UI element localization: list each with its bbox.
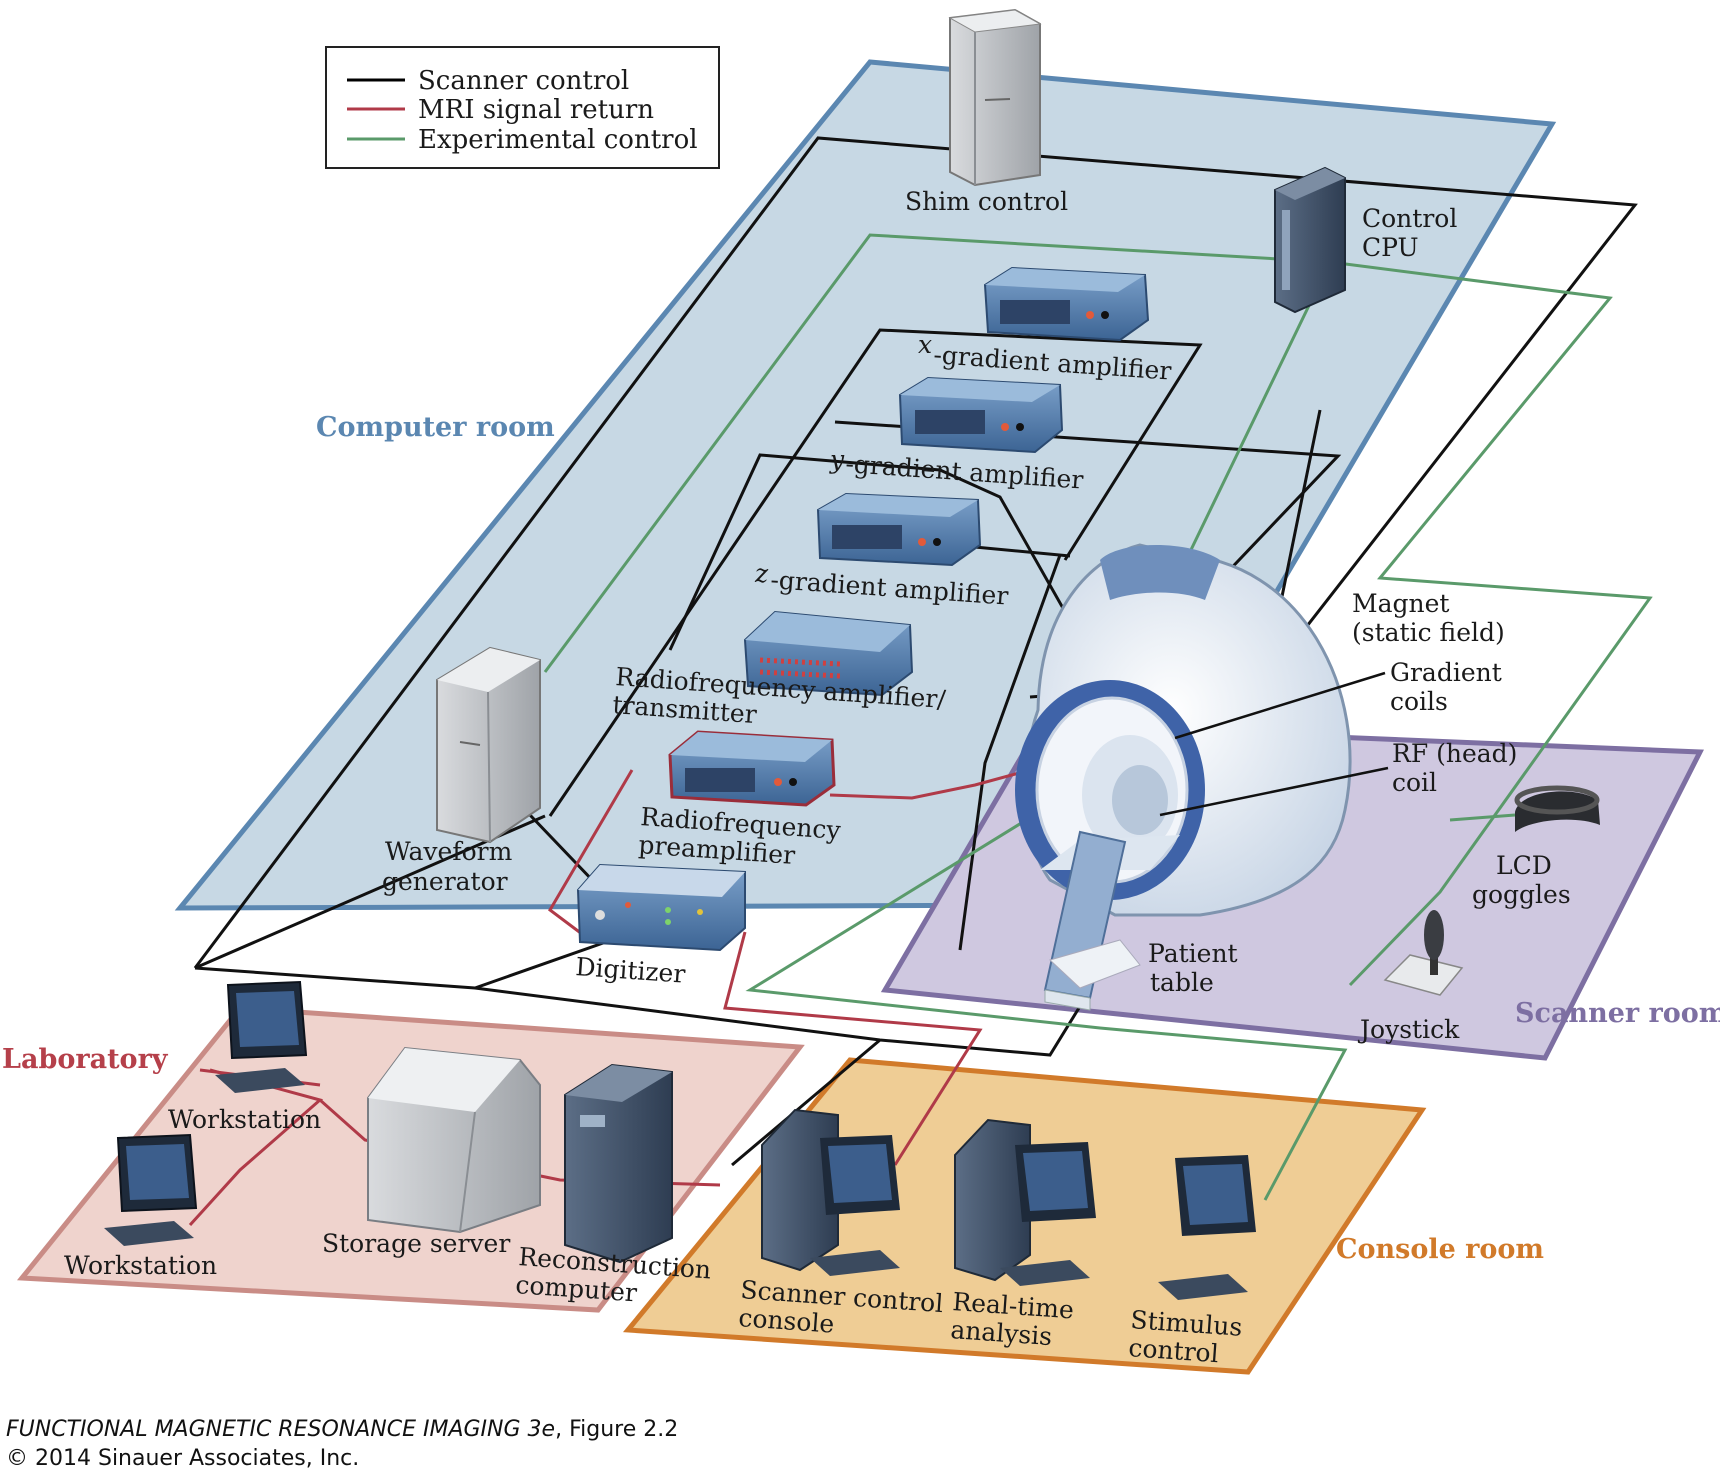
stimulus-control-label-2: control (1128, 1333, 1220, 1368)
waveform-generator-label-2: generator (382, 867, 508, 896)
realtime-analysis-computer (954, 1118, 1096, 1286)
joystick (1383, 910, 1464, 996)
rf-coil-pointer (1159, 766, 1389, 817)
waveform-generator-server (436, 646, 541, 844)
workstation-2-label: Workstation (64, 1251, 217, 1280)
x-gradient-amplifier (983, 266, 1150, 342)
z-gradient-amplifier (816, 492, 982, 567)
lcd-goggles-label-2: goggles (1472, 880, 1571, 909)
legend-label-mri-signal: MRI signal return (418, 95, 654, 125)
reconstruction-computer (564, 1063, 673, 1264)
realtime-analysis-label-2: analysis (950, 1315, 1053, 1351)
caption-copyright: © 2014 Sinauer Associates, Inc. (6, 1446, 359, 1471)
storage-server (367, 1046, 541, 1234)
patient-table-label-2: table (1150, 968, 1214, 997)
rf-preamplifier (668, 730, 836, 807)
digitizer (576, 863, 746, 952)
z-gradient-axis: z (754, 559, 769, 588)
stimulus-control-computer (1158, 1155, 1256, 1300)
caption-figure: , Figure 2.2 (555, 1417, 678, 1442)
mri-magnet (1015, 543, 1352, 917)
figure-caption: FUNCTIONAL MAGNETIC RESONANCE IMAGING 3e… (6, 1417, 678, 1442)
control-cpu-label-1: Control (1362, 204, 1457, 233)
shim-control-server (948, 8, 1042, 187)
storage-server-label: Storage server (322, 1229, 510, 1258)
rf-coil-label-2: coil (1392, 768, 1437, 797)
workstation-monitor-2 (104, 1133, 198, 1246)
y-gradient-axis: y (829, 445, 845, 474)
scanner-control-console (761, 1108, 900, 1276)
x-gradient-axis: x (918, 330, 932, 359)
lcd-goggles-label-1: LCD (1496, 851, 1552, 880)
workstation-1-label: Workstation (168, 1105, 321, 1134)
shim-control-label: Shim control (905, 187, 1068, 216)
joystick-label: Joystick (1357, 1015, 1460, 1044)
rf-coil-label-1: RF (head) (1392, 739, 1517, 768)
magnet-label-1: Magnet (1352, 589, 1449, 618)
gradient-coils-pointer (1174, 671, 1386, 740)
y-gradient-amplifier (898, 376, 1064, 454)
legend-label-experimental: Experimental control (418, 125, 698, 155)
gradient-coils-label-1: Gradient (1390, 658, 1502, 687)
legend: Scanner control MRI signal return Experi… (325, 46, 720, 169)
scanner-room-label: Scanner room (1515, 998, 1720, 1029)
laboratory-label: Laboratory (2, 1044, 169, 1075)
gradient-coils-label-2: coils (1390, 687, 1448, 716)
caption-title: FUNCTIONAL MAGNETIC RESONANCE IMAGING 3e (6, 1417, 555, 1442)
console-room-label: Console room (1336, 1234, 1544, 1265)
computer-room-label: Computer room (316, 412, 555, 443)
control-cpu-tower (1274, 166, 1346, 314)
waveform-generator-label-1: Waveform (385, 837, 513, 866)
patient-table (1043, 830, 1141, 1011)
workstation-monitor-1 (215, 980, 308, 1093)
rf-amplifier-transmitter (743, 610, 914, 697)
patient-table-label-1: Patient (1148, 939, 1238, 968)
legend-label-scanner-control: Scanner control (418, 66, 629, 96)
scanner-console-label-2: console (738, 1303, 836, 1339)
control-cpu-label-2: CPU (1362, 233, 1419, 262)
magnet-label-2: (static field) (1352, 618, 1505, 647)
digitizer-label: Digitizer (575, 952, 687, 989)
lcd-goggles (1514, 785, 1600, 832)
